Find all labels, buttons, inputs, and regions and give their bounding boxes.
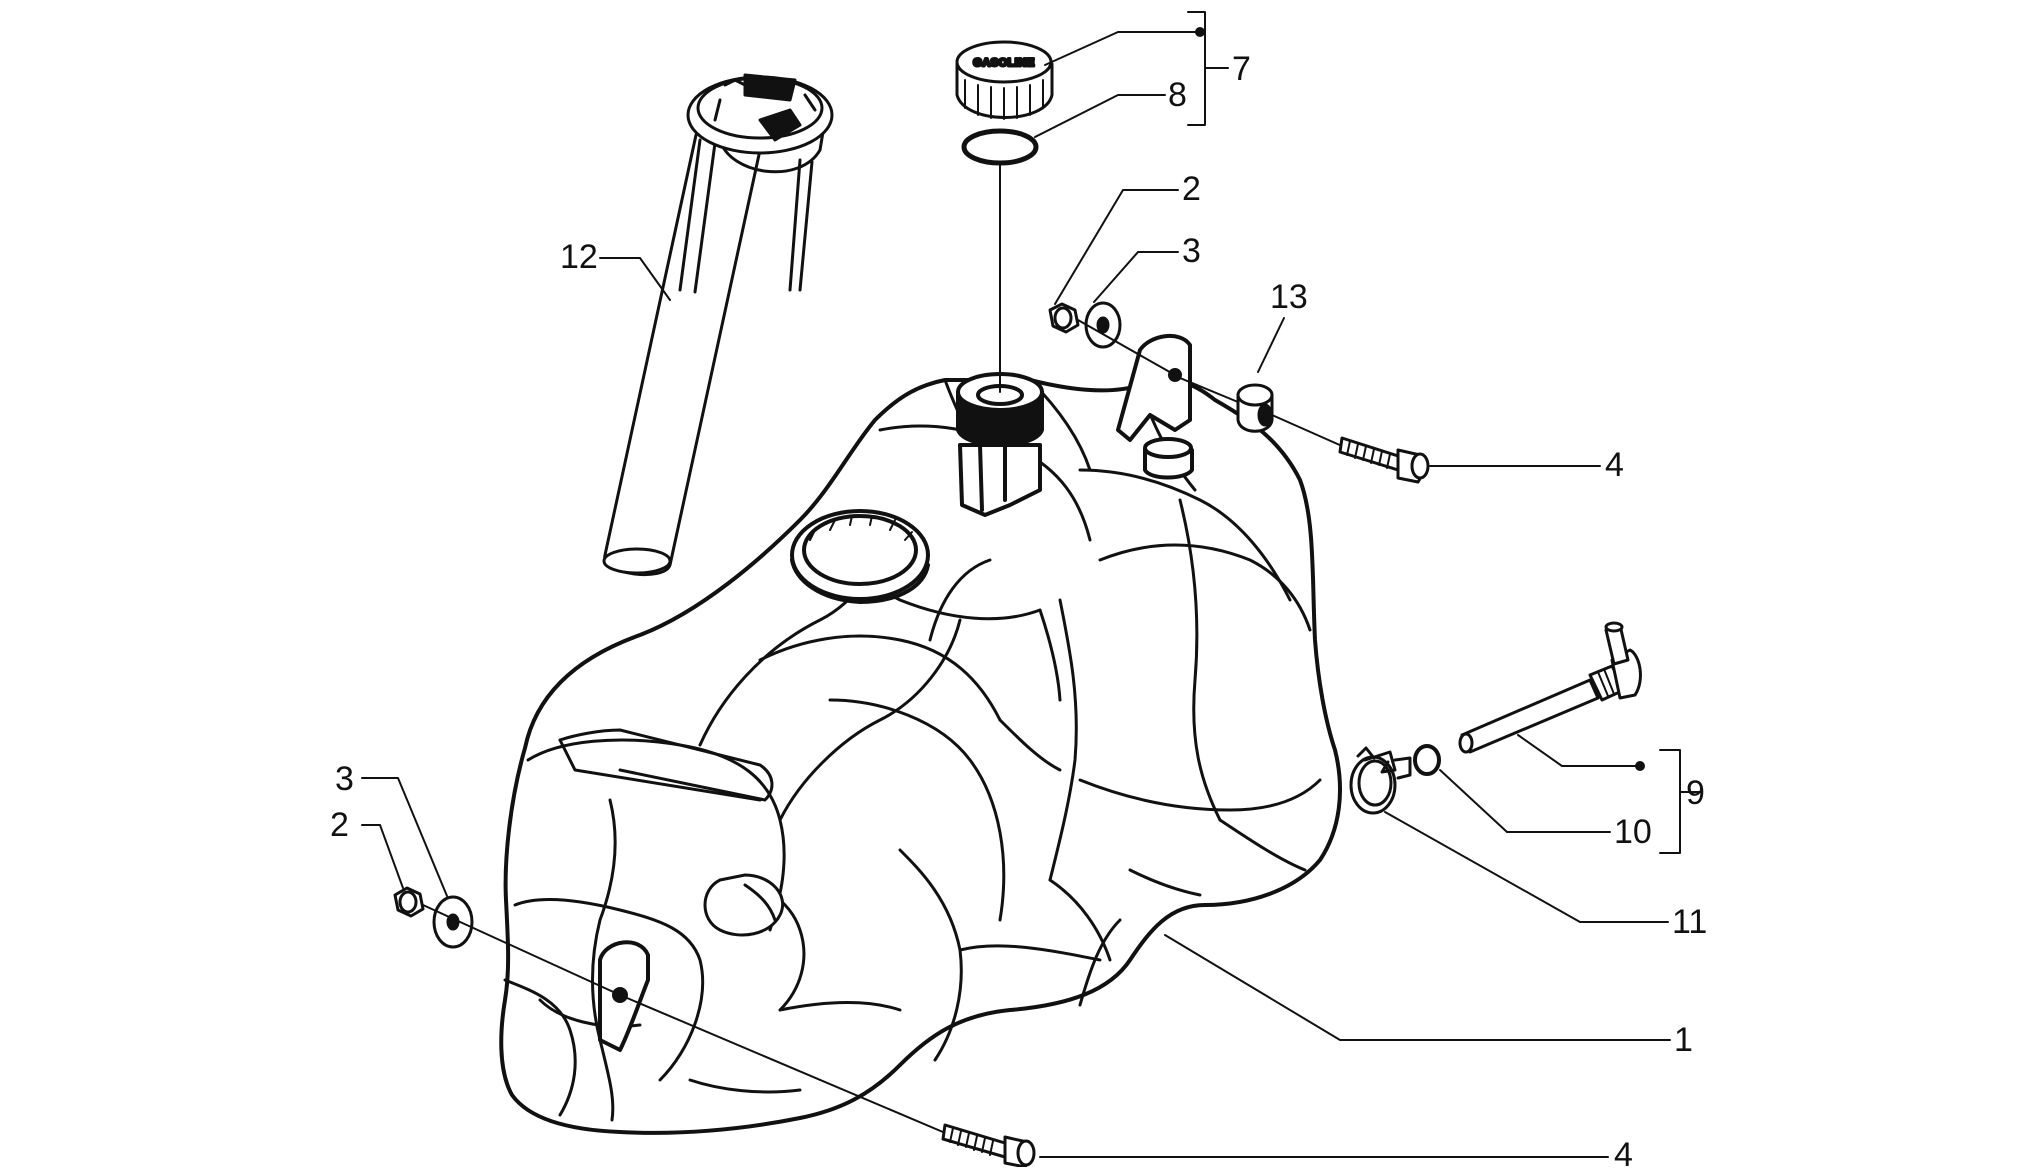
cap-text: GASOLINE (973, 57, 1034, 69)
fuel-tank-body (499, 378, 1342, 1135)
callout-12: 12 (560, 238, 598, 276)
tank-front-recess (703, 873, 784, 937)
leader-dot-9 (1635, 761, 1645, 771)
hose-clamp (1349, 746, 1412, 815)
callout-8: 8 (1168, 76, 1187, 114)
callout-labels: 7 8 2 3 13 4 12 3 2 9 10 11 1 4 (330, 50, 1707, 1172)
callout-2-lower: 2 (330, 806, 349, 844)
washer-upper (1084, 301, 1122, 349)
callout-4-lower: 4 (1614, 1136, 1633, 1167)
bolt-axis-upper-a (1077, 319, 1176, 376)
callout-7: 7 (1232, 50, 1251, 88)
nut-upper (1048, 302, 1080, 334)
leader-lines (361, 11, 1701, 1158)
leader-dots (1195, 27, 1645, 771)
callout-3-lower: 3 (335, 760, 354, 798)
callout-9: 9 (1686, 774, 1705, 812)
callout-4-upper: 4 (1605, 446, 1624, 484)
bolt-axis-upper-c (1271, 414, 1343, 447)
bolt-axis-lower-a (422, 904, 621, 996)
washer-lower (432, 895, 474, 949)
tank-mount-bracket-upper (1116, 333, 1194, 480)
bolt-axis-lower-b (619, 994, 951, 1136)
bolt-axis-upper-b (1179, 377, 1239, 403)
bolt-upper (1338, 436, 1430, 484)
bolt-lower (941, 1123, 1036, 1169)
cap-seal-ring (961, 128, 1039, 166)
filler-cap: GASOLINE (955, 40, 1054, 120)
spacer (1236, 383, 1274, 433)
callout-1: 1 (1674, 1021, 1693, 1059)
callout-3-upper: 3 (1182, 232, 1201, 270)
fuel-outlet-pipe (1458, 621, 1642, 754)
callout-2-upper: 2 (1182, 170, 1201, 208)
leader-dot-7 (1195, 27, 1205, 37)
tank-filler-neck (790, 509, 930, 604)
callout-10: 10 (1614, 813, 1652, 851)
callout-11: 11 (1672, 903, 1707, 941)
nut-lower (393, 886, 425, 918)
tank-top-neck (956, 372, 1044, 517)
fuel-level-sender (602, 73, 834, 577)
callout-13: 13 (1270, 278, 1308, 316)
outlet-o-ring (1413, 744, 1441, 776)
